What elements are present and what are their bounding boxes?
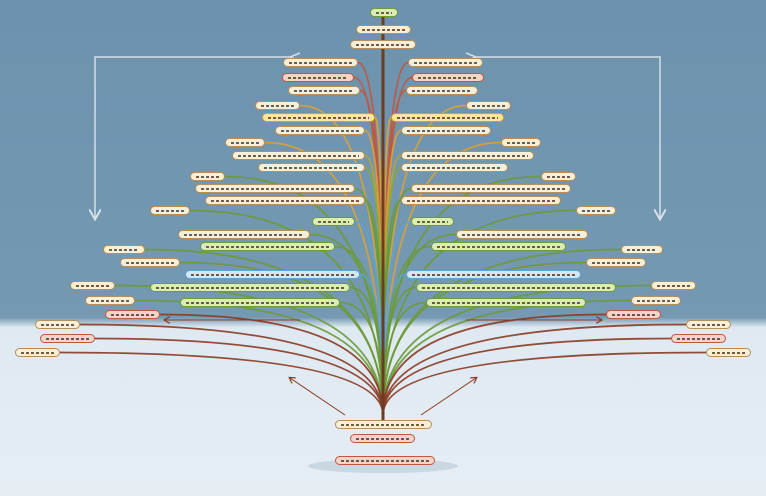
- tree-node-left-24: [35, 320, 80, 329]
- tree-node-left-26: [15, 348, 60, 357]
- tree-node-left-10: [195, 184, 355, 193]
- tree-node-left-11: [205, 196, 365, 205]
- branch-left-24: [79, 323, 384, 416]
- tree-node-left-21: [85, 296, 135, 305]
- base-node-2: [350, 434, 415, 443]
- branch-left-21: [134, 299, 384, 416]
- left-return-arrow: [95, 56, 290, 218]
- tree-node-right-19: [651, 281, 696, 290]
- tree-node-left-15: [200, 242, 335, 251]
- tree-node-right-3: [466, 101, 511, 110]
- tree-node-right-6: [501, 138, 541, 147]
- branch-left-26: [59, 351, 384, 416]
- root-node: [370, 8, 398, 17]
- tree-node-right-16: [621, 245, 663, 254]
- tree-node-right-0: [408, 58, 483, 67]
- tree-node-left-19: [70, 281, 115, 290]
- top-node-3: [350, 40, 416, 49]
- tree-node-right-8: [401, 163, 508, 172]
- tree-node-left-16: [103, 245, 145, 254]
- tree-node-right-26: [706, 348, 751, 357]
- branch-right-24: [382, 323, 687, 416]
- branch-left-25: [94, 337, 384, 416]
- tree-node-left-0: [283, 58, 358, 67]
- tree-node-left-7: [232, 151, 365, 160]
- branch-right-23: [382, 313, 607, 416]
- tree-node-right-24: [686, 320, 731, 329]
- tree-node-left-14: [178, 230, 310, 239]
- tree-node-left-12: [150, 206, 190, 215]
- branch-left-23: [159, 313, 384, 416]
- tree-node-right-15: [431, 242, 566, 251]
- tree-node-right-23: [606, 310, 661, 319]
- tree-node-right-11: [401, 196, 561, 205]
- branch-right-25: [382, 337, 672, 416]
- tree-node-left-25: [40, 334, 95, 343]
- tree-node-left-2: [288, 86, 360, 95]
- tree-node-left-13: [312, 217, 355, 226]
- tree-node-left-9: [190, 172, 225, 181]
- tree-node-right-25: [671, 334, 726, 343]
- tree-node-left-4: [262, 113, 375, 122]
- tree-node-left-23: [105, 310, 160, 319]
- tree-node-right-18: [406, 270, 581, 279]
- tree-node-right-21: [631, 296, 681, 305]
- tree-node-right-4: [391, 113, 504, 122]
- tree-node-left-17: [120, 258, 180, 267]
- tree-node-right-10: [411, 184, 571, 193]
- left-up-arrow: [290, 378, 346, 416]
- right-return-arrow: [476, 56, 660, 218]
- tree-node-left-1: [282, 73, 354, 82]
- tree-node-left-3: [255, 101, 300, 110]
- base-node-1: [335, 420, 432, 429]
- tree-node-left-6: [225, 138, 265, 147]
- branch-right-26: [382, 351, 707, 416]
- right-up-arrow: [420, 378, 476, 416]
- tree-node-right-13: [411, 217, 454, 226]
- tree-node-right-7: [401, 151, 534, 160]
- tree-node-right-12: [576, 206, 616, 215]
- tree-node-right-2: [406, 86, 478, 95]
- tree-node-right-20: [416, 283, 616, 292]
- tree-node-left-18: [185, 270, 360, 279]
- tree-node-left-5: [275, 126, 365, 135]
- tree-node-right-22: [426, 298, 586, 307]
- tree-node-right-1: [412, 73, 484, 82]
- tree-node-right-14: [456, 230, 588, 239]
- tree-node-left-8: [258, 163, 365, 172]
- base-node-3: [335, 456, 435, 465]
- top-node-2: [356, 25, 411, 34]
- tree-node-right-5: [401, 126, 491, 135]
- tree-node-right-17: [586, 258, 646, 267]
- tree-node-right-9: [541, 172, 576, 181]
- tree-node-left-20: [150, 283, 350, 292]
- branch-right-21: [382, 299, 632, 416]
- tree-node-left-22: [180, 298, 340, 307]
